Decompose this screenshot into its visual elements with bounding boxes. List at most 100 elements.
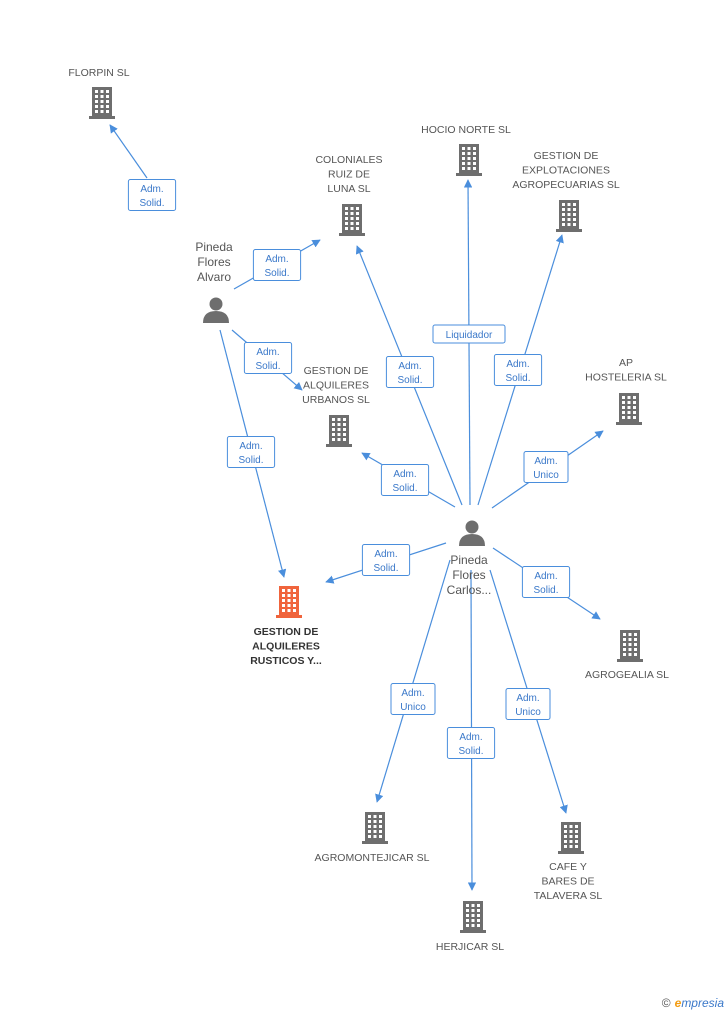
- person-label: Carlos...: [447, 583, 492, 597]
- building-icon: [362, 812, 388, 844]
- edges-layer: Adm. Solid. Adm. Solid. Adm. Solid. Adm. Solid.…: [109, 124, 604, 891]
- person-icon: [459, 520, 485, 546]
- role-label-box: [493, 354, 543, 386]
- role-label-text: Solid.: [373, 563, 398, 574]
- edge-line: [375, 559, 451, 803]
- edge-carlos-rusticos: Adm. Solid.: [325, 542, 447, 584]
- edge-carlos-coloniales: Adm. Solid.: [355, 245, 463, 506]
- brand-watermark: ©empresia: [662, 996, 724, 1010]
- role-label-text: Unico: [400, 702, 426, 713]
- building-icon: [460, 901, 486, 933]
- person-node-carlos[interactable]: PinedaFloresCarlos...: [447, 520, 492, 598]
- company-label: AGROPECUARIAS SL: [512, 179, 620, 191]
- company-node-rusticos[interactable]: GESTION DE ALQUILERES RUSTICOS Y...: [250, 586, 322, 667]
- company-node-hocio[interactable]: HOCIO NORTE SL: [421, 124, 511, 176]
- building-icon: [89, 87, 115, 119]
- role-label-text: Adm.: [256, 347, 279, 358]
- person-label: Pineda: [195, 240, 233, 254]
- role-label-text: Solid.: [458, 746, 483, 757]
- company-label: HOCIO NORTE SL: [421, 124, 511, 136]
- role-label-text: Solid.: [139, 198, 164, 209]
- role-label-text: Unico: [515, 707, 541, 718]
- building-icon: [326, 415, 352, 447]
- role-label-text: Solid.: [255, 361, 280, 372]
- edge-carlos-explotaciones: Adm. Solid.: [477, 234, 564, 506]
- role-label-box: [505, 688, 551, 720]
- company-node-herjicar[interactable]: HERJICAR SL: [436, 901, 504, 953]
- edge-carlos-agrogealia: Adm.Solid.: [492, 547, 601, 620]
- edge-alvaro-urbanos: Adm. Solid.: [231, 329, 303, 391]
- copyright-icon: ©: [661, 996, 671, 1010]
- building-icon: [456, 144, 482, 176]
- building-icon: [556, 200, 582, 232]
- company-label: EXPLOTACIONES: [522, 165, 610, 177]
- person-label: Flores: [452, 568, 485, 582]
- role-label-box: [521, 566, 571, 598]
- role-label-box: [361, 544, 411, 576]
- role-label-text: Adm.: [534, 571, 557, 582]
- company-label: RUSTICOS Y...: [250, 655, 322, 667]
- role-label-text: Solid.: [238, 455, 263, 466]
- role-label-text: Adm.: [516, 693, 539, 704]
- edge-carlos-herjicar: Adm.Solid.: [446, 569, 496, 891]
- company-node-florpin[interactable]: FLORPIN SL: [68, 67, 130, 119]
- role-label-box: [127, 179, 177, 211]
- role-label-text: Adm.: [401, 688, 424, 699]
- company-label: ALQUILERES: [303, 380, 369, 392]
- edge-alvaro-rusticos: Adm. Solid.: [219, 329, 287, 578]
- company-label: GESTION DE: [304, 365, 369, 377]
- person-label: Flores: [197, 255, 230, 269]
- edge-carlos-urbanos: Adm.Solid.: [361, 452, 456, 508]
- role-label-text: Adm.: [140, 184, 163, 195]
- role-label-text: Solid.: [397, 375, 422, 386]
- role-label-text: Unico: [533, 470, 559, 481]
- edge-alvaro-coloniales: Adm.Solid.: [233, 239, 321, 290]
- company-label: ALQUILERES: [252, 641, 320, 653]
- company-node-cafe[interactable]: CAFE Y BARES DE TALAVERA SL: [534, 822, 603, 902]
- company-node-agromontejicar[interactable]: AGROMONTEJICAR SL: [315, 812, 430, 864]
- company-label: BARES DE: [541, 876, 594, 888]
- role-label-text: Solid.: [392, 483, 417, 494]
- company-label: GESTION DE: [534, 150, 599, 162]
- role-label-text: Adm.: [398, 361, 421, 372]
- company-node-agrogealia[interactable]: AGROGEALIA SL: [585, 630, 669, 681]
- company-label: GESTION DE: [254, 626, 319, 638]
- role-label-text: Liquidador: [446, 330, 493, 341]
- role-label-text: Adm.: [534, 456, 557, 467]
- company-label: AGROMONTEJICAR SL: [315, 852, 430, 864]
- role-label-text: Solid.: [505, 373, 530, 384]
- role-label-box: [252, 249, 302, 281]
- role-label-box: [243, 342, 293, 374]
- edge-alvaro-florpin: Adm. Solid.: [109, 124, 177, 211]
- role-label-box: [432, 324, 506, 344]
- edge-carlos-agromontejicar: Adm. Unico: [375, 559, 451, 803]
- role-label-text: Adm.: [374, 549, 397, 560]
- edge-carlos-ap: Adm. Unico: [491, 430, 604, 509]
- company-label: TALAVERA SL: [534, 890, 603, 902]
- role-label-text: Adm.: [506, 359, 529, 370]
- company-label: FLORPIN SL: [68, 67, 129, 79]
- company-label: AGROGEALIA SL: [585, 669, 669, 681]
- company-label: COLONIALES: [315, 154, 382, 166]
- building-icon: [339, 204, 365, 236]
- company-label: HERJICAR SL: [436, 941, 504, 953]
- building-icon: [616, 393, 642, 425]
- company-label: HOSTELERIA SL: [585, 372, 667, 384]
- nodes-layer: FLORPIN SL HOCIO NORTE SL COLONIALES RUIZ D…: [68, 67, 669, 953]
- company-label: CAFE Y: [549, 861, 587, 873]
- brand-initial: e: [674, 996, 682, 1010]
- company-label: AP: [619, 357, 633, 369]
- company-label: RUIZ DE: [328, 169, 370, 181]
- building-icon: [617, 630, 643, 662]
- role-label-box: [390, 683, 436, 715]
- role-label-box: [226, 436, 276, 468]
- person-icon: [203, 297, 229, 323]
- edge-carlos-cafe: Adm. Unico: [489, 569, 568, 814]
- edge-carlos-hocio: Liquidador: [432, 179, 506, 506]
- company-node-ap[interactable]: AP HOSTELERIA SL: [585, 357, 667, 425]
- company-node-explotaciones[interactable]: GESTION DE EXPLOTACIONES AGROPECUARIAS SL: [512, 150, 620, 232]
